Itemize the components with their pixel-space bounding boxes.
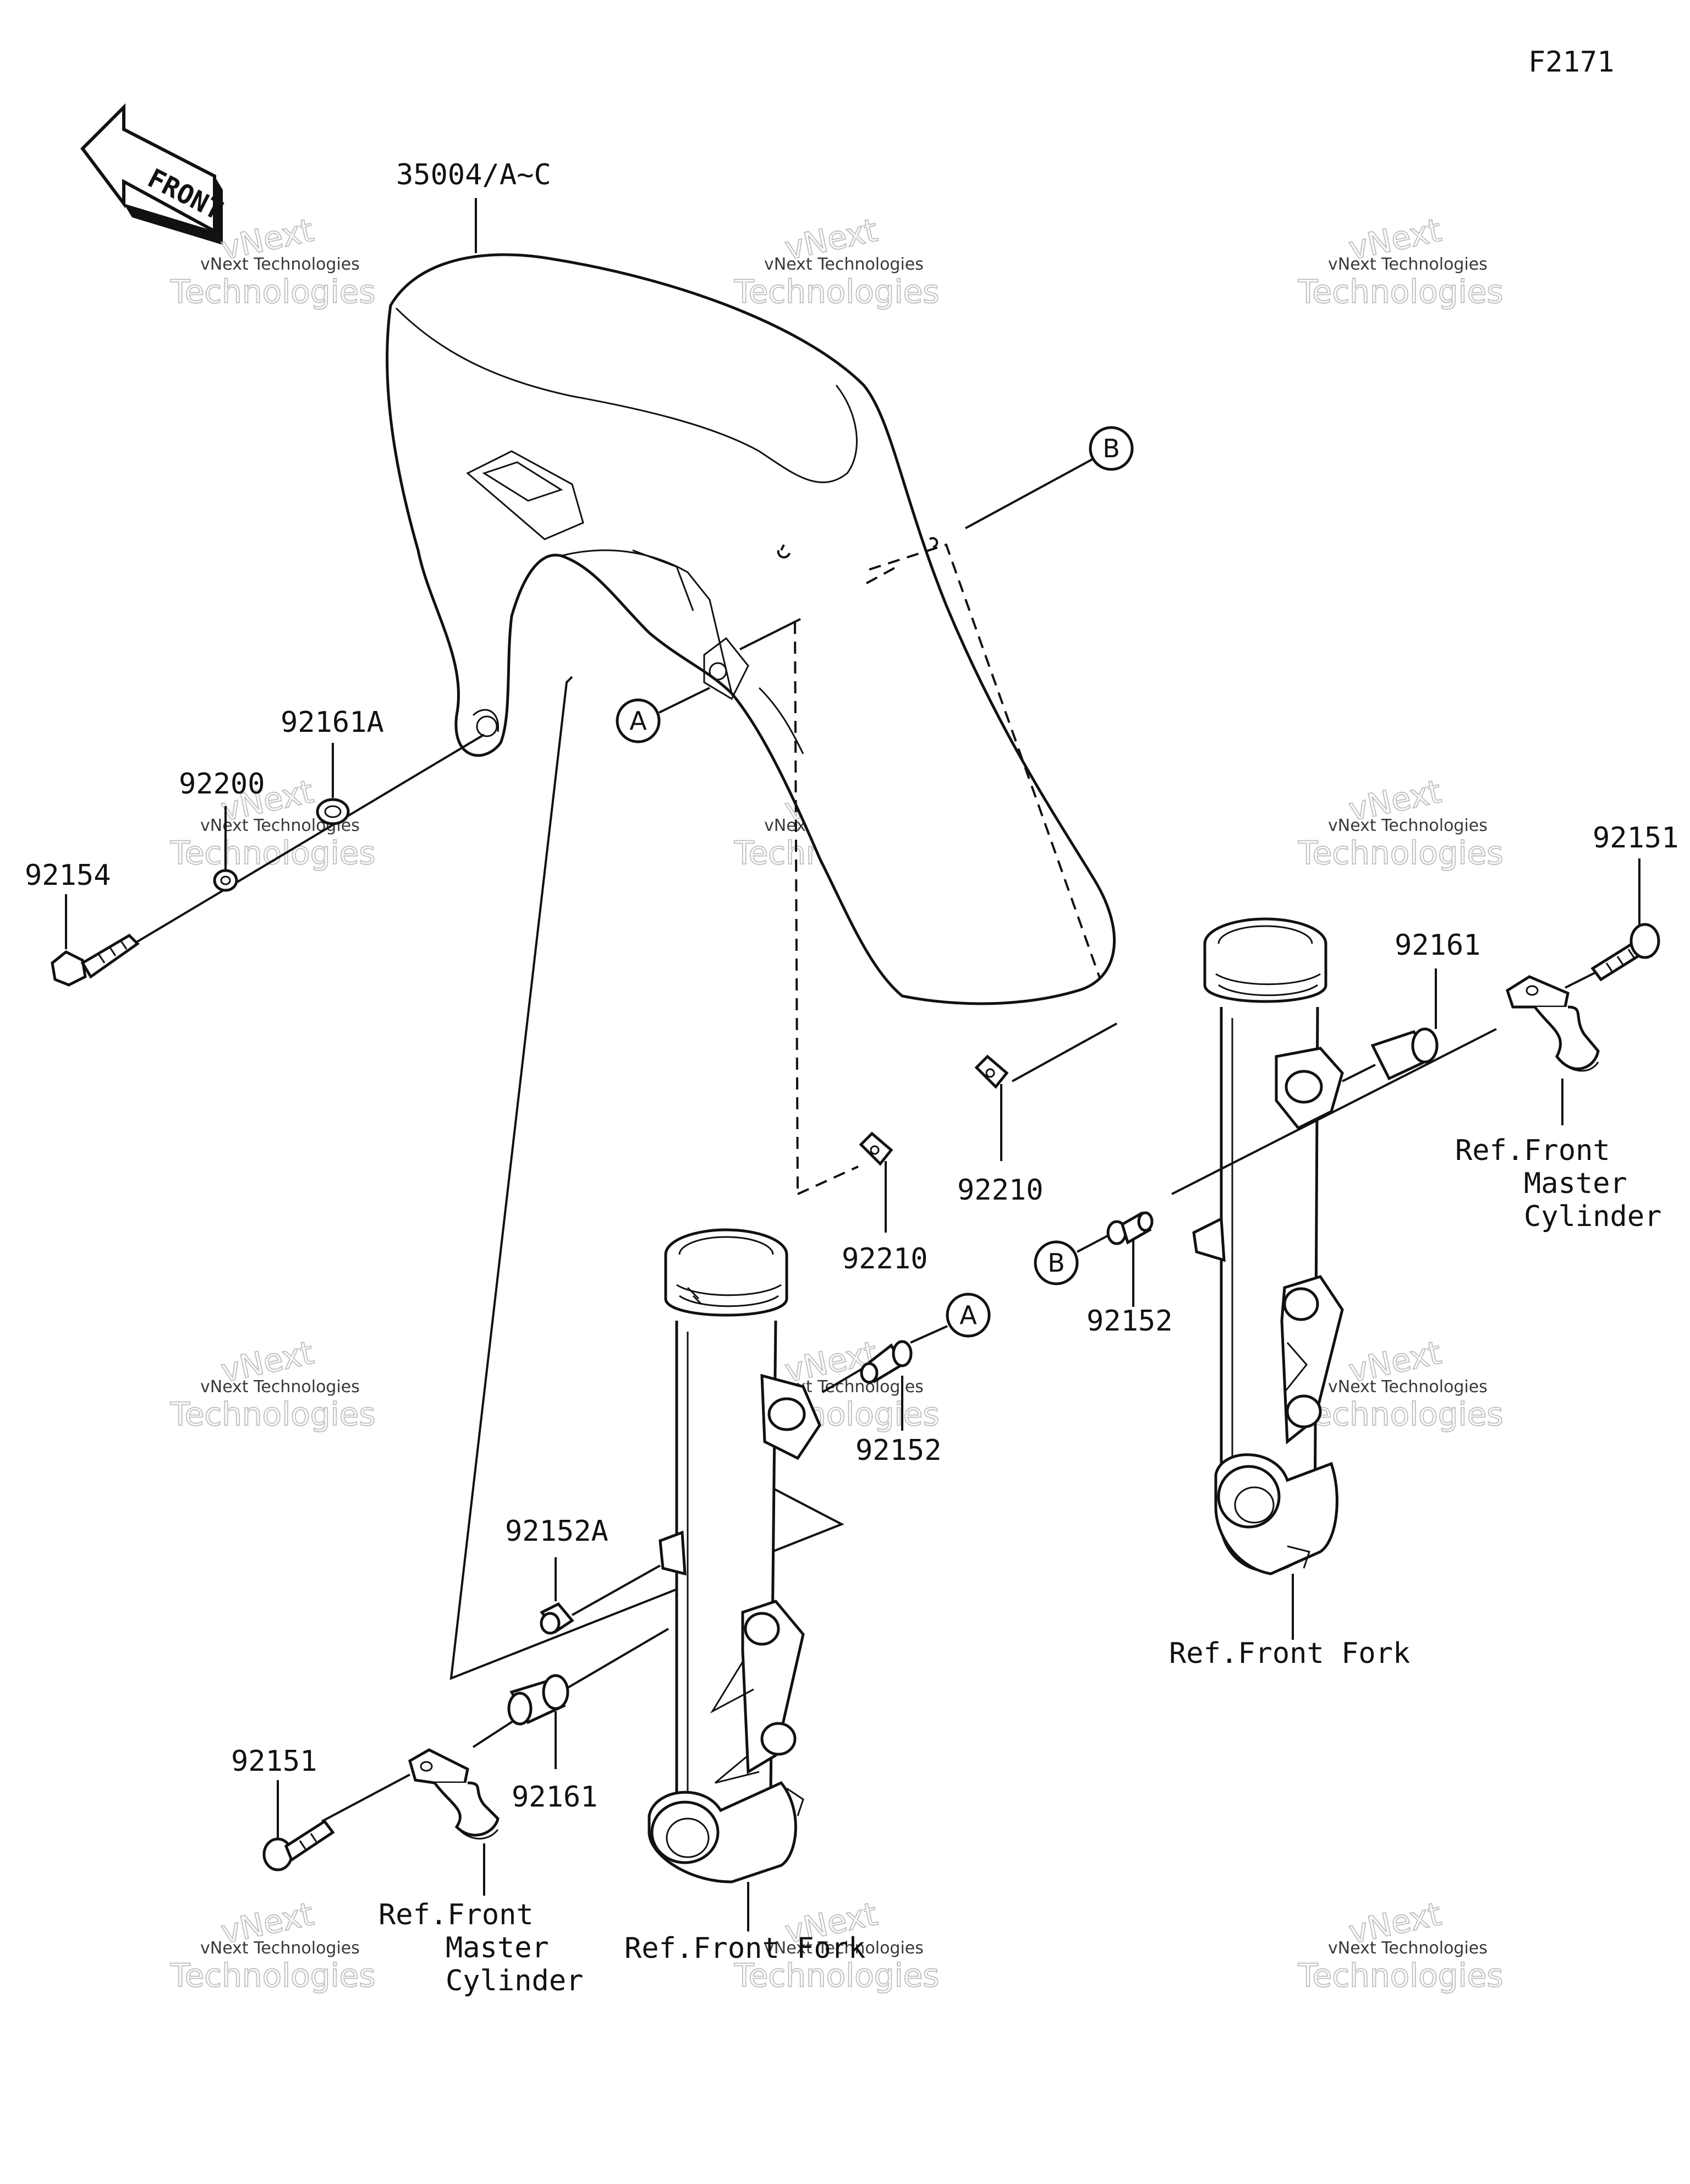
ref-left-cylinder-line1: Ref.Front [378,1898,534,1931]
svg-text:Technologies: Technologies [170,1395,376,1433]
bracket-left-cylinder[interactable] [408,1748,500,1840]
front-arrow-icon: FRONT [80,103,228,245]
part-label-92210-right: 92210 [957,1174,1044,1207]
svg-text:vNext Technologies: vNext Technologies [1328,255,1488,274]
right-fork-tube [1192,917,1344,1575]
collar-92161-right[interactable] [1370,1027,1439,1081]
part-label-92161A: 92161A [281,706,384,739]
ref-left-fork: Ref.Front Fork [624,1932,865,1965]
bolt-92151-left[interactable] [262,1819,335,1871]
callout-b-fender: B [965,426,1134,529]
part-label-92210-center: 92210 [842,1242,928,1276]
svg-text:Technologies: Technologies [1298,834,1504,872]
svg-text:Technologies: Technologies [1298,1957,1504,1994]
callout-a-fender: A [616,687,710,743]
bolt-92151-right[interactable] [1590,923,1660,982]
pin-92152A[interactable] [540,1602,574,1635]
part-label-92200: 92200 [179,768,265,801]
svg-text:A: A [959,1300,977,1330]
svg-text:Technologies: Technologies [734,1957,940,1994]
washer-92200[interactable] [213,869,238,892]
svg-text:vNext Technologies: vNext Technologies [1328,1939,1488,1958]
svg-text:Technologies: Technologies [170,834,376,872]
svg-text:vNext Technologies: vNext Technologies [1328,1377,1488,1397]
part-label-92152A: 92152A [505,1515,608,1548]
svg-text:B: B [1102,434,1120,463]
svg-text:vNext Technologies: vNext Technologies [200,255,360,274]
callout-b-right: B [1034,1234,1109,1285]
ref-right-cylinder-line3: Cylinder [1524,1200,1661,1233]
svg-text:Technologies: Technologies [170,1957,376,1994]
part-label-92161-left: 92161 [512,1781,598,1814]
clip-92210-center[interactable] [859,1131,893,1166]
ref-left-cylinder-line2: Master [446,1931,549,1964]
svg-text:B: B [1047,1248,1065,1278]
svg-text:vNext Technologies: vNext Technologies [764,1939,924,1958]
collar-92161A[interactable] [316,798,350,825]
svg-text:vNext Technologies: vNext Technologies [200,1939,360,1958]
front-fender[interactable] [386,253,1116,1005]
svg-text:A: A [629,706,647,736]
part-label-92154: 92154 [25,859,111,892]
callout-a-fork: A [910,1293,991,1344]
clip-92210-right[interactable] [974,1054,1009,1089]
pin-92152-center[interactable] [860,1340,913,1384]
ref-right-cylinder-line1: Ref.Front [1455,1134,1610,1167]
svg-text:vNext Technologies: vNext Technologies [764,255,924,274]
svg-text:vNext Technologies: vNext Technologies [200,1377,360,1397]
collar-92161-left[interactable] [507,1674,569,1726]
part-label-92151-left: 92151 [231,1745,317,1778]
part-label-92152-right: 92152 [1087,1305,1173,1338]
ref-right-cylinder-line2: Master [1524,1167,1627,1200]
ref-right-fork: Ref.Front Fork [1169,1637,1410,1670]
bracket-right-cylinder[interactable] [1506,975,1600,1072]
left-fork-tube [648,1228,821,1884]
bolt-92154[interactable] [51,933,140,987]
svg-text:Technologies: Technologies [734,273,940,310]
figure-code: F2171 [1528,46,1615,79]
svg-text:vNext Technologies: vNext Technologies [1328,816,1488,835]
part-label-35004: 35004/A~C [396,158,551,191]
svg-text:Technologies: Technologies [1298,273,1504,310]
part-label-92151-right: 92151 [1593,822,1679,855]
part-label-92152-center: 92152 [855,1434,942,1467]
pin-92152-right[interactable] [1106,1211,1154,1245]
svg-text:Technologies: Technologies [1298,1395,1504,1433]
part-label-92161-right: 92161 [1395,929,1481,962]
ref-left-cylinder-line3: Cylinder [446,1964,583,1997]
svg-text:Technologies: Technologies [170,273,376,310]
